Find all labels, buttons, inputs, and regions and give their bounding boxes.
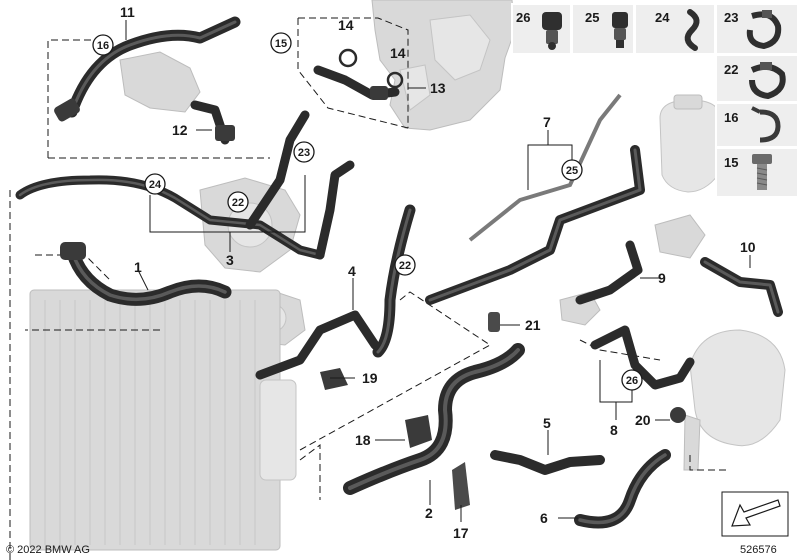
circled-callout-15: 15 [270, 32, 292, 54]
connector-21[interactable] [488, 312, 500, 332]
panel-label-16: 16 [724, 110, 738, 125]
o-ring-14b[interactable] [386, 71, 404, 89]
clip-24-icon [684, 9, 700, 51]
callout-19: 19 [362, 370, 378, 386]
hose-11[interactable] [53, 16, 241, 123]
hose-4[interactable] [255, 204, 416, 380]
bracket-17[interactable] [452, 462, 470, 510]
callout-11: 11 [120, 4, 135, 20]
svg-text:24: 24 [149, 179, 162, 191]
hose-1[interactable] [60, 242, 232, 306]
hose-6[interactable] [574, 449, 671, 529]
callout-4: 4 [348, 263, 356, 279]
callout-6: 6 [540, 510, 548, 526]
callout-20: 20 [635, 412, 651, 428]
clip-16-icon [751, 106, 781, 143]
circled-callout-16: 16 [92, 34, 114, 56]
panel-label-15: 15 [724, 155, 738, 170]
callout-2: 2 [425, 505, 433, 521]
callout-18: 18 [355, 432, 371, 448]
valve-ghost [654, 214, 706, 259]
arrow-icon [731, 499, 781, 527]
callout-7: 7 [543, 114, 551, 130]
circled-callout-22a: 22 [227, 191, 249, 213]
panel-label-22: 22 [724, 62, 738, 77]
water-pump-ghost [119, 51, 201, 113]
panel-label-25: 25 [585, 10, 599, 25]
svg-text:23: 23 [298, 147, 310, 159]
circled-callout-25: 25 [561, 159, 583, 181]
circled-callout-26: 26 [621, 369, 643, 391]
clamp-25-icon [612, 12, 628, 48]
svg-text:25: 25 [566, 165, 578, 177]
expansion-tank-upper-ghost [659, 94, 721, 193]
clip-22-icon [749, 62, 786, 100]
expansion-tank-lower-ghost [683, 329, 786, 471]
assembly-outlines [9, 17, 730, 560]
direction-arrow-box [721, 491, 789, 537]
hose-7[interactable] [425, 93, 645, 305]
panel-label-26: 26 [516, 10, 530, 25]
panel-label-23: 23 [724, 10, 738, 25]
callout-8: 8 [610, 422, 618, 438]
part-12-connector[interactable] [190, 100, 235, 145]
hose-13[interactable] [313, 65, 400, 100]
callout-14a: 14 [338, 17, 354, 33]
copyright-text: © 2022 BMW AG [6, 544, 90, 556]
cap-20[interactable] [670, 407, 686, 423]
leader-lines [125, 20, 751, 522]
callout-1: 1 [134, 259, 142, 275]
svg-text:26: 26 [626, 375, 638, 387]
hose-5[interactable] [490, 450, 605, 475]
callout-17: 17 [453, 525, 469, 541]
diagram-number: 526576 [740, 544, 777, 556]
panel-label-24: 24 [655, 10, 670, 25]
callout-21: 21 [525, 317, 541, 333]
o-ring-14a[interactable] [338, 48, 358, 68]
callout-13: 13 [430, 80, 446, 96]
hose-9[interactable] [575, 240, 643, 305]
svg-text:16: 16 [97, 40, 109, 52]
callout-10: 10 [740, 239, 756, 255]
callout-3: 3 [226, 252, 234, 268]
hose-10[interactable] [700, 257, 783, 317]
screw-15-icon [752, 154, 772, 190]
circled-callout-24: 24 [144, 173, 166, 195]
bracket-19[interactable] [320, 368, 348, 390]
callout-9: 9 [658, 270, 666, 286]
hose-2[interactable] [343, 343, 525, 495]
circled-callout-22b: 22 [394, 254, 416, 276]
callout-14b: 14 [390, 45, 406, 61]
clip-23-icon [746, 10, 782, 50]
callout-12: 12 [172, 122, 188, 138]
svg-text:22: 22 [232, 197, 244, 209]
small-parts-panel: 26 25 24 23 22 16 15 [511, 3, 799, 198]
svg-text:22: 22 [399, 260, 411, 272]
callout-5: 5 [543, 415, 551, 431]
circled-callout-23: 23 [293, 141, 315, 163]
clip-18[interactable] [405, 415, 432, 448]
hose-3[interactable] [15, 110, 355, 260]
svg-text:15: 15 [275, 38, 287, 50]
radiator-ghost [29, 289, 297, 551]
engine-block-ghost [371, 0, 516, 131]
hose-8[interactable] [590, 325, 695, 390]
clamp-26-icon [542, 12, 562, 50]
